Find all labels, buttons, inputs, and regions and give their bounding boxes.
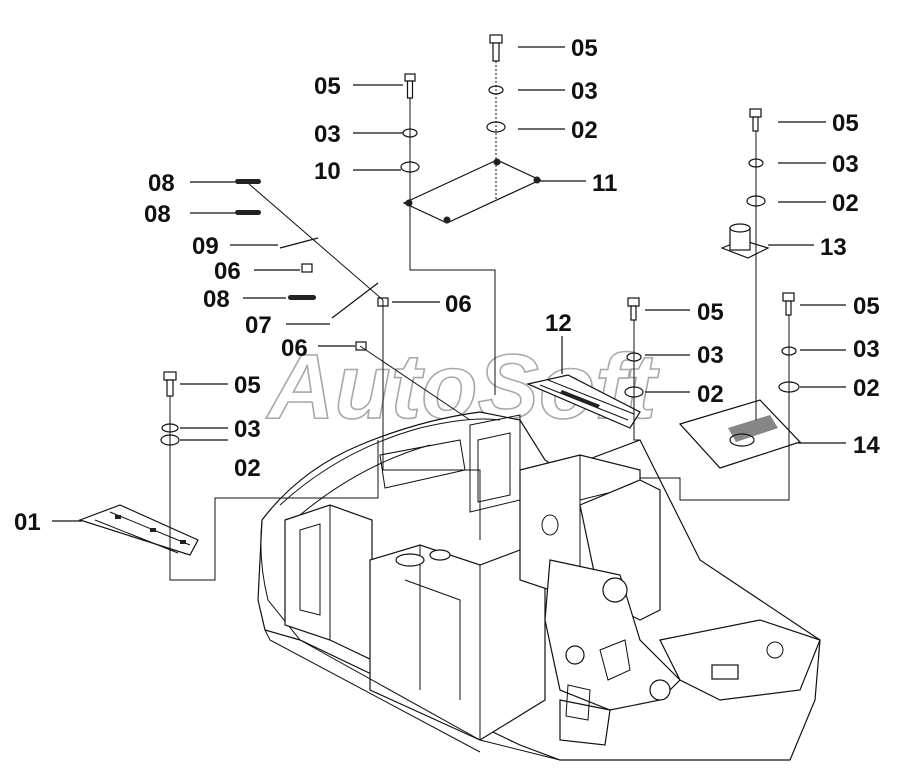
counterweight-top xyxy=(279,418,501,506)
callout-label: 14 xyxy=(853,432,880,459)
callout-label: 01 xyxy=(14,509,41,536)
assembly-lines xyxy=(169,61,790,581)
fasteners xyxy=(160,34,800,446)
callout-label: 03 xyxy=(314,121,341,148)
pin-08 xyxy=(235,179,261,184)
callout-label: 05 xyxy=(234,372,261,399)
callout-label: 03 xyxy=(571,78,598,105)
callout-label: 05 xyxy=(571,35,598,62)
callout-label: 12 xyxy=(545,310,572,337)
part-12-plate xyxy=(526,374,641,429)
leader-lines xyxy=(52,46,846,522)
callout-label: 05 xyxy=(853,293,880,320)
callout-label: 05 xyxy=(314,73,341,100)
bolt xyxy=(489,34,503,62)
step xyxy=(559,699,611,746)
callout-label: 07 xyxy=(245,312,272,339)
bolt xyxy=(782,292,795,316)
fuel-tank xyxy=(369,544,546,741)
callout-label: 02 xyxy=(832,190,859,217)
callout-label: 02 xyxy=(697,381,724,408)
callout-label: 08 xyxy=(148,170,175,197)
callout-label: 03 xyxy=(234,416,261,443)
callout-label: 02 xyxy=(571,117,598,144)
rod-09 xyxy=(279,237,319,249)
callout-label: 10 xyxy=(314,158,341,185)
callout-label: 03 xyxy=(697,342,724,369)
callout-label: 08 xyxy=(203,286,230,313)
callout-label: 06 xyxy=(445,291,472,318)
part-11-cover xyxy=(402,158,542,224)
pin-06 xyxy=(301,263,313,273)
pin-06 xyxy=(355,341,367,351)
callout-labels: 05 03 10 05 03 02 11 08 08 09 06 08 06 0… xyxy=(14,35,880,536)
callout-label: 05 xyxy=(697,299,724,326)
bolt xyxy=(627,297,640,321)
callout-label: 02 xyxy=(234,455,261,482)
pin-08 xyxy=(235,210,261,215)
callout-label: 03 xyxy=(853,336,880,363)
rod-07 xyxy=(331,282,379,319)
callout-label: 09 xyxy=(192,233,219,260)
counterweight-edge xyxy=(260,519,301,641)
bolt xyxy=(749,108,762,132)
part-01-plate xyxy=(78,504,199,556)
callout-label: 02 xyxy=(853,375,880,402)
callout-label: 06 xyxy=(281,335,308,362)
callout-label: 11 xyxy=(592,170,617,197)
rear-platform xyxy=(659,619,821,701)
callout-label: 08 xyxy=(144,201,171,228)
part-13-cap xyxy=(720,223,770,259)
bolt xyxy=(404,73,416,99)
callout-label: 05 xyxy=(832,110,859,137)
upper-frame xyxy=(257,411,821,761)
pin-08 xyxy=(288,295,316,300)
callout-label: 03 xyxy=(832,151,859,178)
bolt xyxy=(163,371,177,397)
part-14-plate xyxy=(678,399,802,469)
callout-label: 06 xyxy=(214,258,241,285)
callout-label: 13 xyxy=(820,234,847,261)
